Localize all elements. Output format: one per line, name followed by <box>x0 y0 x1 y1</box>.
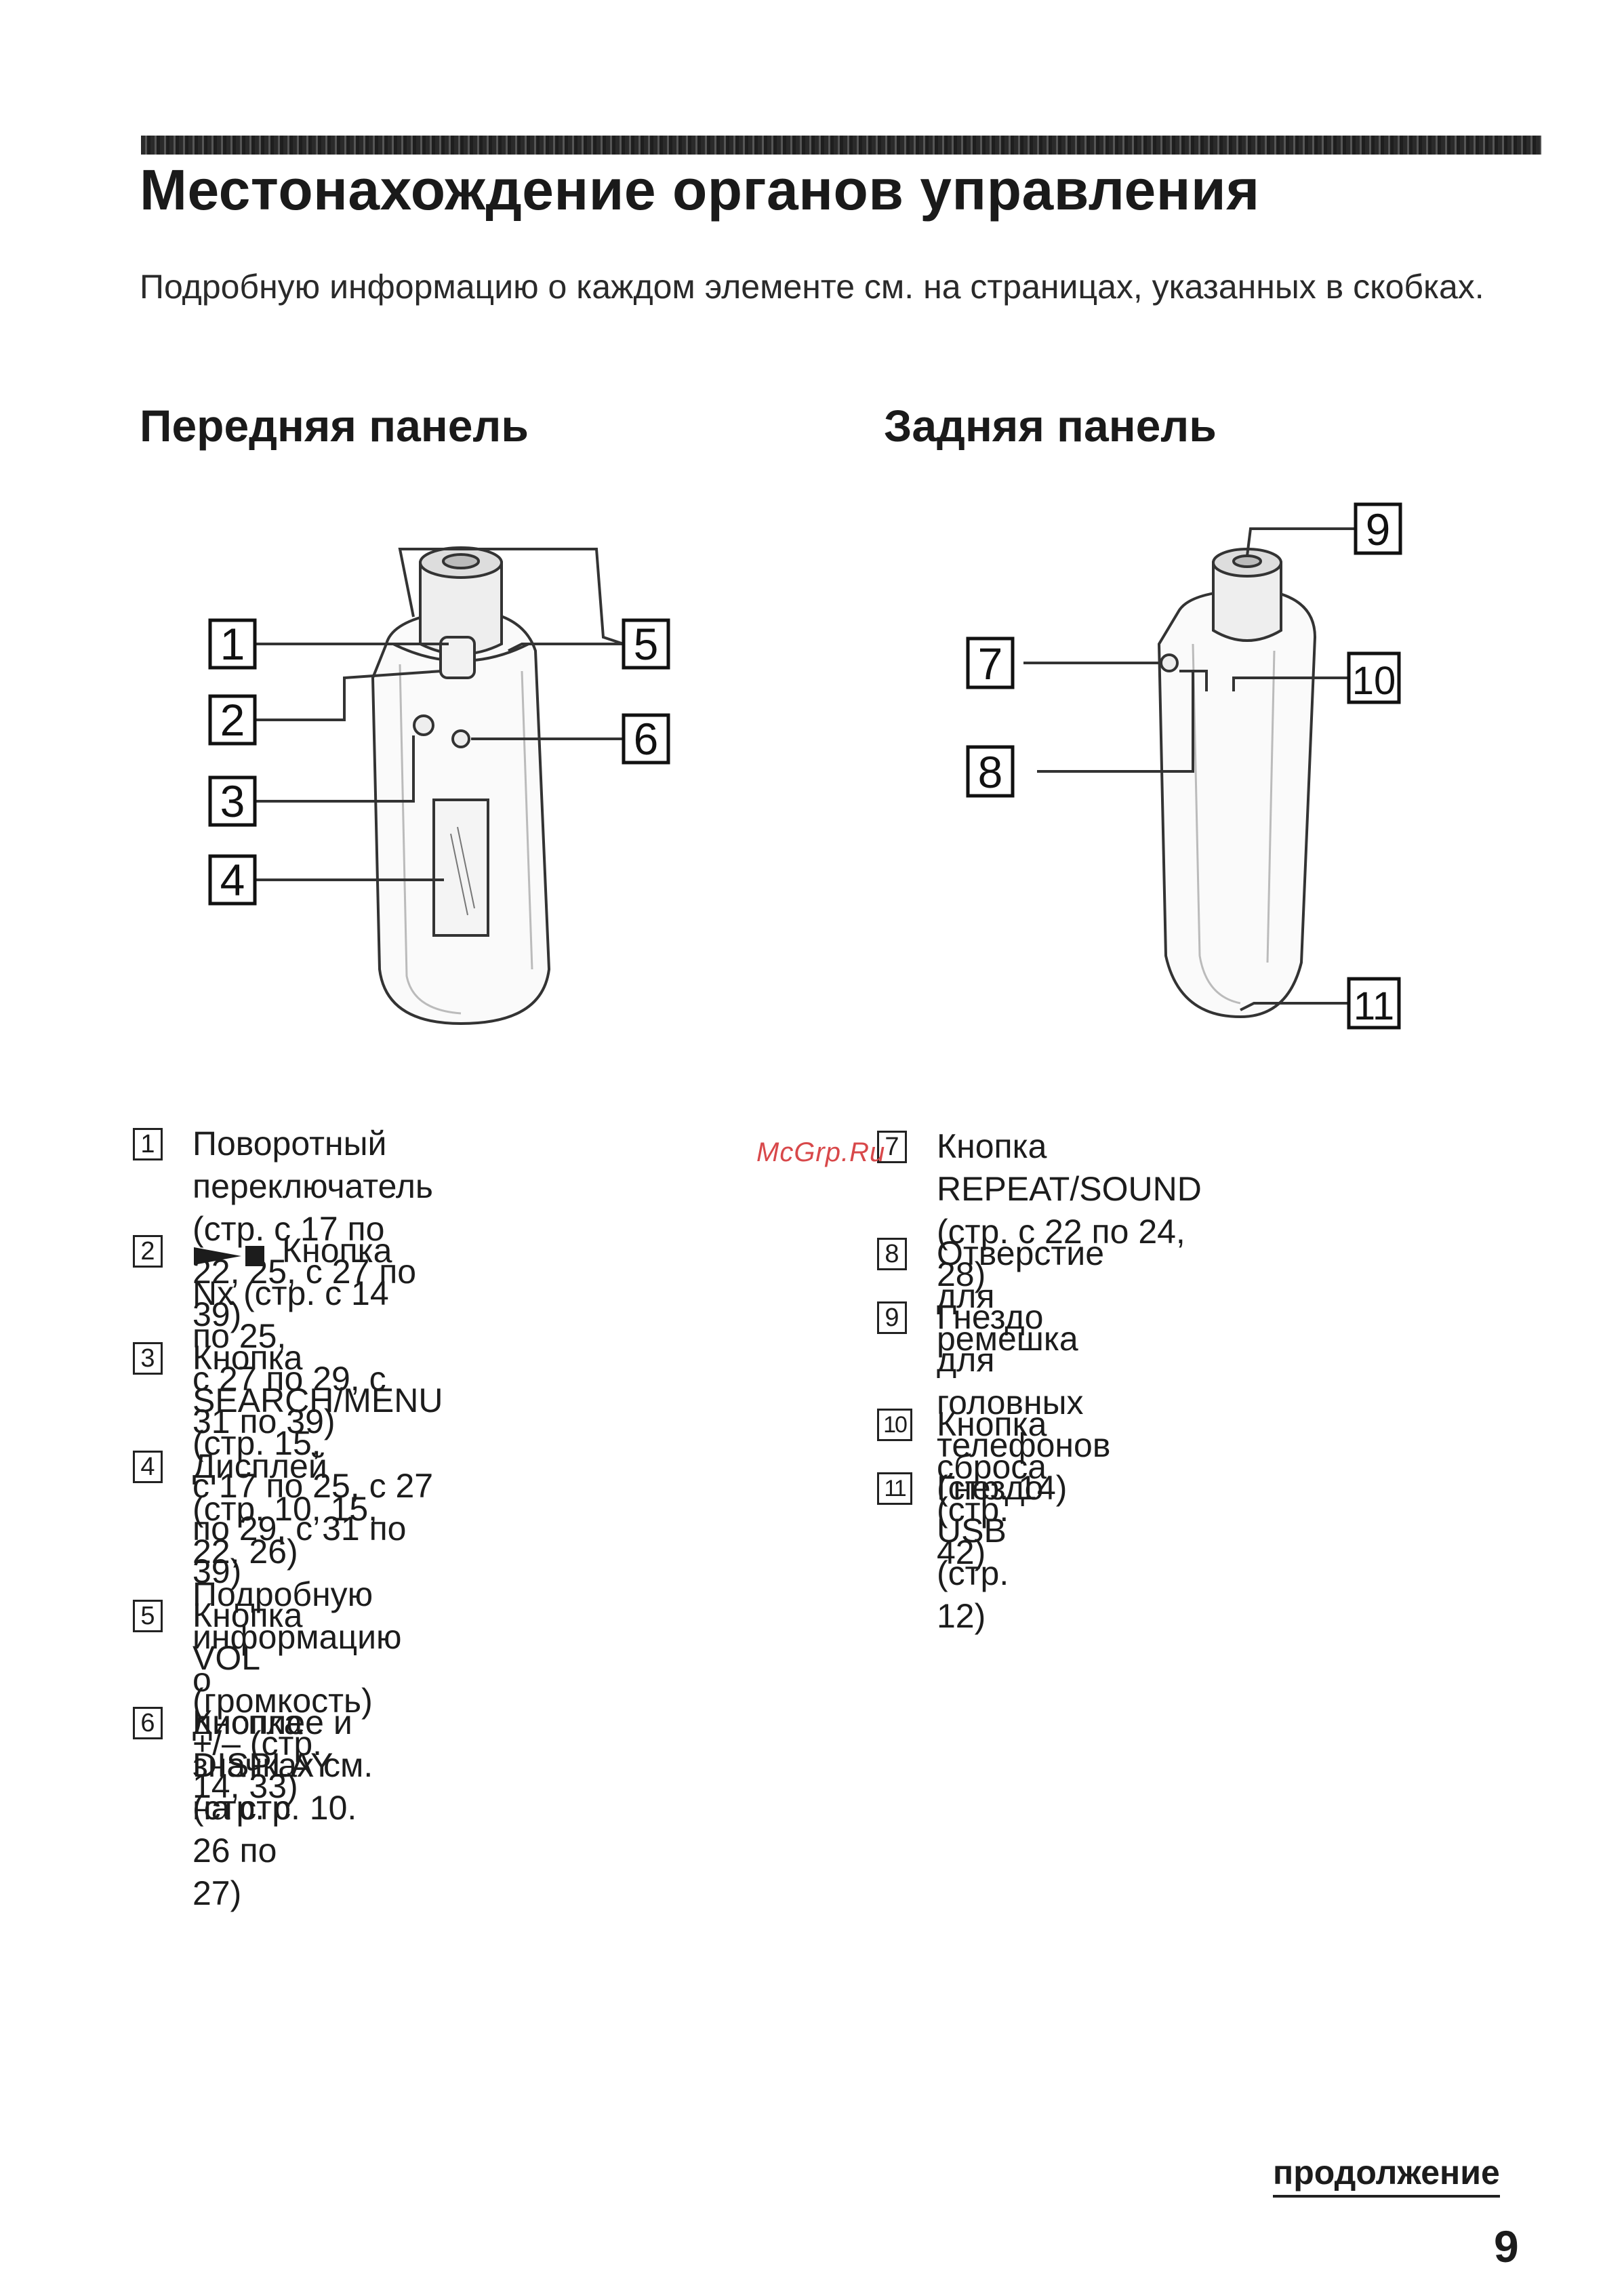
back-panel-heading: Задняя панель <box>884 401 1217 451</box>
front-label-2: 2 <box>220 695 245 745</box>
item-text: Кнопка DISPLAY (стр. с 26 по 27) <box>192 1703 333 1912</box>
item-number: 3 <box>133 1342 163 1375</box>
display-window <box>432 799 489 937</box>
intro-text: Подробную информацию о каждом элементе с… <box>140 268 1484 306</box>
play-stop-icon <box>194 1246 264 1266</box>
page-number: 9 <box>1494 2221 1519 2271</box>
item-text: Отверстие для ремешка <box>937 1234 1105 1358</box>
front-panel-heading: Передняя панель <box>140 401 529 451</box>
item-number: 2 <box>133 1235 163 1268</box>
header-rule <box>141 136 1541 155</box>
front-label-4: 4 <box>220 855 245 905</box>
display-button <box>451 729 470 748</box>
back-label-7: 7 <box>978 639 1003 689</box>
continuation-note: продолжение <box>1273 2153 1500 2198</box>
item-text: Кнопка SEARCH/MENU (стр. 15, с 17 по 25,… <box>192 1339 443 1590</box>
front-panel-diagram: 1 2 3 4 5 6 <box>208 546 670 1026</box>
nx-button <box>439 636 476 679</box>
item-number: 8 <box>877 1238 907 1270</box>
player-body-back <box>1157 588 1317 1019</box>
item-number: 9 <box>877 1301 907 1334</box>
item-text: Гнездо USB (стр. 12) <box>937 1469 1044 1635</box>
item-number: 1 <box>133 1128 163 1160</box>
item-text: Кнопка VOL (громкость) +/– (стр. 14, 33) <box>192 1596 373 1805</box>
item-number: 11 <box>877 1472 912 1505</box>
top-cap-back <box>1212 561 1282 642</box>
back-label-11: 11 <box>1354 984 1394 1028</box>
back-label-10: 10 <box>1352 659 1396 703</box>
repeat-sound-button <box>1160 653 1179 672</box>
item-text: Дисплей (стр. 10, 15, 22, 26) Подробную … <box>192 1447 402 1827</box>
front-label-3: 3 <box>220 776 245 826</box>
back-label-9: 9 <box>1366 504 1391 554</box>
item-text: Кнопка REPEAT/SOUND (стр. с 22 по 24, 28… <box>937 1127 1202 1293</box>
back-panel-diagram: 7 8 9 10 11 <box>966 502 1402 1030</box>
item-number: 10 <box>877 1409 912 1441</box>
watermark-text: McGrp.Ru <box>756 1137 886 1167</box>
item-text: Гнездо для головных телефонов (стр. 14) <box>937 1298 1111 1507</box>
front-label-1: 1 <box>220 619 245 669</box>
item-text: Кнопка Nx (стр. с 14 по 25, с 27 по 29, … <box>192 1232 392 1440</box>
front-label-6: 6 <box>634 714 659 764</box>
item-number: 6 <box>133 1707 163 1739</box>
back-label-8: 8 <box>978 747 1003 797</box>
page-title: Местонахождение органов управления <box>140 158 1260 222</box>
front-label-5: 5 <box>634 619 659 669</box>
search-menu-button <box>413 714 434 736</box>
item-number: 4 <box>133 1451 163 1483</box>
item-number: 5 <box>133 1600 163 1632</box>
item-text: Поворотный переключатель (стр. с 17 по 2… <box>192 1125 433 1333</box>
item-number: 7 <box>877 1131 907 1163</box>
item-text: Кнопка сброса (стр. 42) <box>937 1405 1047 1571</box>
